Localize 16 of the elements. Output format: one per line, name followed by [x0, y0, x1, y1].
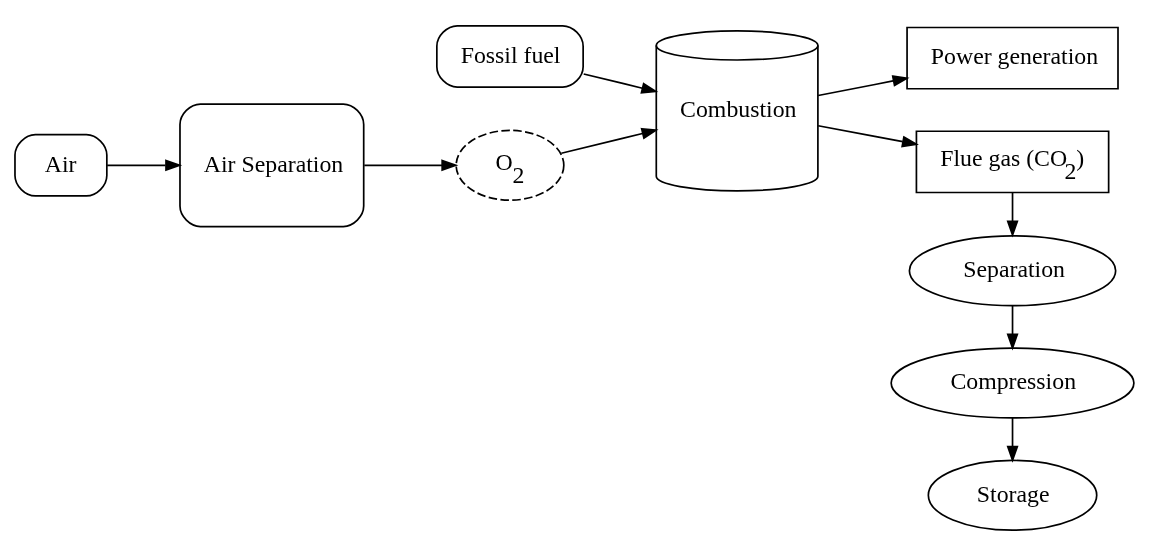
arrow — [1006, 304, 1019, 351]
arrow — [106, 159, 183, 172]
node-ellipse: Compression — [890, 347, 1135, 419]
arrow — [1006, 417, 1019, 463]
arrow — [363, 159, 459, 172]
node-box: Power generation — [906, 26, 1119, 90]
node-ellipse: Separation — [908, 235, 1117, 307]
node-box: Air Separation — [179, 103, 365, 228]
node-box: Air — [14, 133, 108, 197]
arrow — [1006, 191, 1019, 238]
arrow — [817, 75, 910, 97]
node-ellipse: Storage — [927, 459, 1098, 532]
arrow — [582, 73, 659, 94]
arrow — [817, 124, 919, 148]
node-box: Fossil fuel — [436, 24, 584, 88]
arrow — [560, 127, 659, 155]
